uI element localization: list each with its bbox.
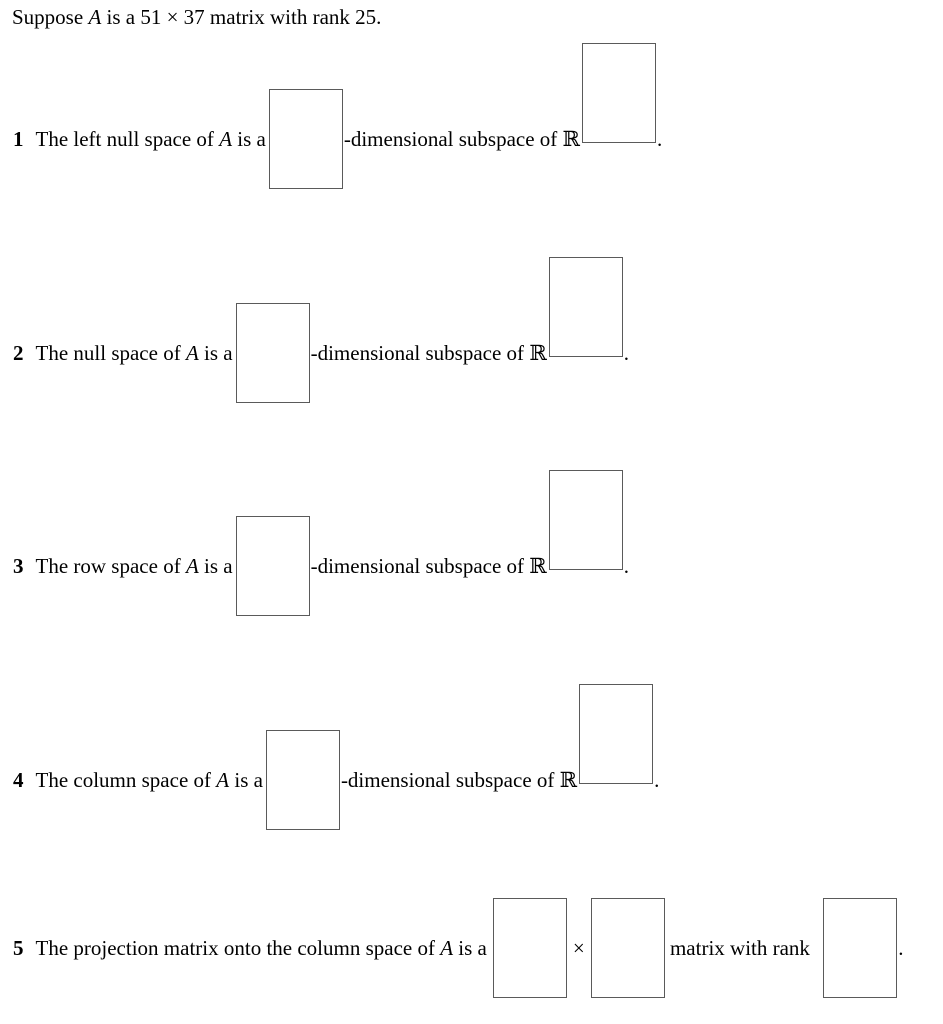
question-text-after: -dimensional subspace of ℝ — [311, 554, 547, 579]
question-number: 1 — [13, 126, 24, 151]
question-text-mid: is a — [198, 553, 233, 578]
answer-box-dimension[interactable] — [265, 730, 340, 830]
question-row-1: 1 The left null space of A is a -dimensi… — [13, 43, 663, 189]
question-number: 2 — [13, 340, 24, 365]
matrix-variable: A — [440, 935, 454, 960]
answer-box-cols[interactable] — [590, 898, 665, 998]
question-row-4: 4 The column space of A is a -dimensiona… — [13, 684, 660, 830]
question-text-pre: The projection matrix onto the column sp… — [35, 935, 441, 960]
question-text: The left null space of A is a — [36, 127, 266, 152]
question-text-pre: The column space of — [35, 767, 217, 792]
question-text-after: -dimensional subspace of ℝ — [311, 341, 547, 366]
answer-box-dimension[interactable] — [235, 516, 310, 616]
question-text-mid: is a — [229, 767, 263, 792]
question-number: 4 — [13, 767, 24, 792]
question-text-post: -dimensional subspace of — [310, 553, 530, 578]
question-text: The row space of A is a — [36, 554, 233, 579]
real-numbers-symbol: ℝ — [559, 767, 578, 792]
sentence-period: . — [623, 340, 630, 365]
question-text-mid: is a — [453, 935, 487, 960]
sentence-period: . — [623, 553, 629, 578]
answer-box-exponent[interactable] — [582, 43, 656, 143]
question-row-3: 3 The row space of A is a -dimensional s… — [13, 470, 629, 616]
answer-box-exponent[interactable] — [548, 470, 623, 570]
sentence-period: . — [657, 126, 663, 151]
sentence-period: . — [654, 767, 660, 792]
question-text-after: matrix with rank — [664, 935, 816, 960]
answer-box-exponent[interactable] — [548, 257, 623, 357]
real-numbers-symbol: ℝ — [562, 126, 580, 151]
real-numbers-symbol: ℝ — [529, 340, 547, 365]
question-text-pre: The left null space of — [35, 126, 220, 151]
question-text: The projection matrix onto the column sp… — [36, 936, 487, 961]
matrix-variable: A — [216, 767, 230, 792]
sentence-period: . — [898, 935, 904, 960]
question-text: The column space of A is a — [36, 768, 263, 793]
question-number: 3 — [13, 553, 24, 578]
intro-text-post: is a 51 × 37 matrix with rank 25. — [101, 5, 382, 29]
matrix-variable: A — [88, 5, 102, 29]
question-row-2: 2 The null space of A is a -dimensional … — [13, 257, 630, 403]
question-row-5: 5 The projection matrix onto the column … — [13, 898, 903, 998]
question-text-post: -dimensional subspace of — [340, 767, 560, 792]
matrix-variable: A — [185, 340, 199, 365]
real-numbers-symbol: ℝ — [529, 553, 547, 578]
answer-box-exponent[interactable] — [579, 684, 654, 784]
question-text-after: -dimensional subspace of ℝ — [341, 768, 577, 793]
question-text-post: -dimensional subspace of — [310, 340, 530, 365]
question-number: 5 — [13, 935, 24, 960]
matrix-variable: A — [185, 553, 199, 578]
question-text-mid: is a — [232, 126, 266, 151]
question-text: The null space of A is a — [36, 341, 233, 366]
matrix-variable: A — [219, 126, 233, 151]
times-symbol: × — [572, 935, 585, 960]
answer-box-dimension[interactable] — [268, 89, 343, 189]
question-text-pre: The null space of — [35, 340, 186, 365]
intro-statement: Suppose A is a 51 × 37 matrix with rank … — [12, 5, 381, 30]
question-text-after: -dimensional subspace of ℝ — [344, 127, 580, 152]
intro-text-pre: Suppose — [12, 5, 89, 29]
answer-box-rows[interactable] — [492, 898, 567, 998]
question-text-mid: is a — [198, 340, 233, 365]
question-text-post: -dimensional subspace of — [343, 126, 563, 151]
question-text-pre: The row space of — [35, 553, 186, 578]
answer-box-dimension[interactable] — [235, 303, 310, 403]
answer-box-rank[interactable] — [823, 898, 898, 998]
